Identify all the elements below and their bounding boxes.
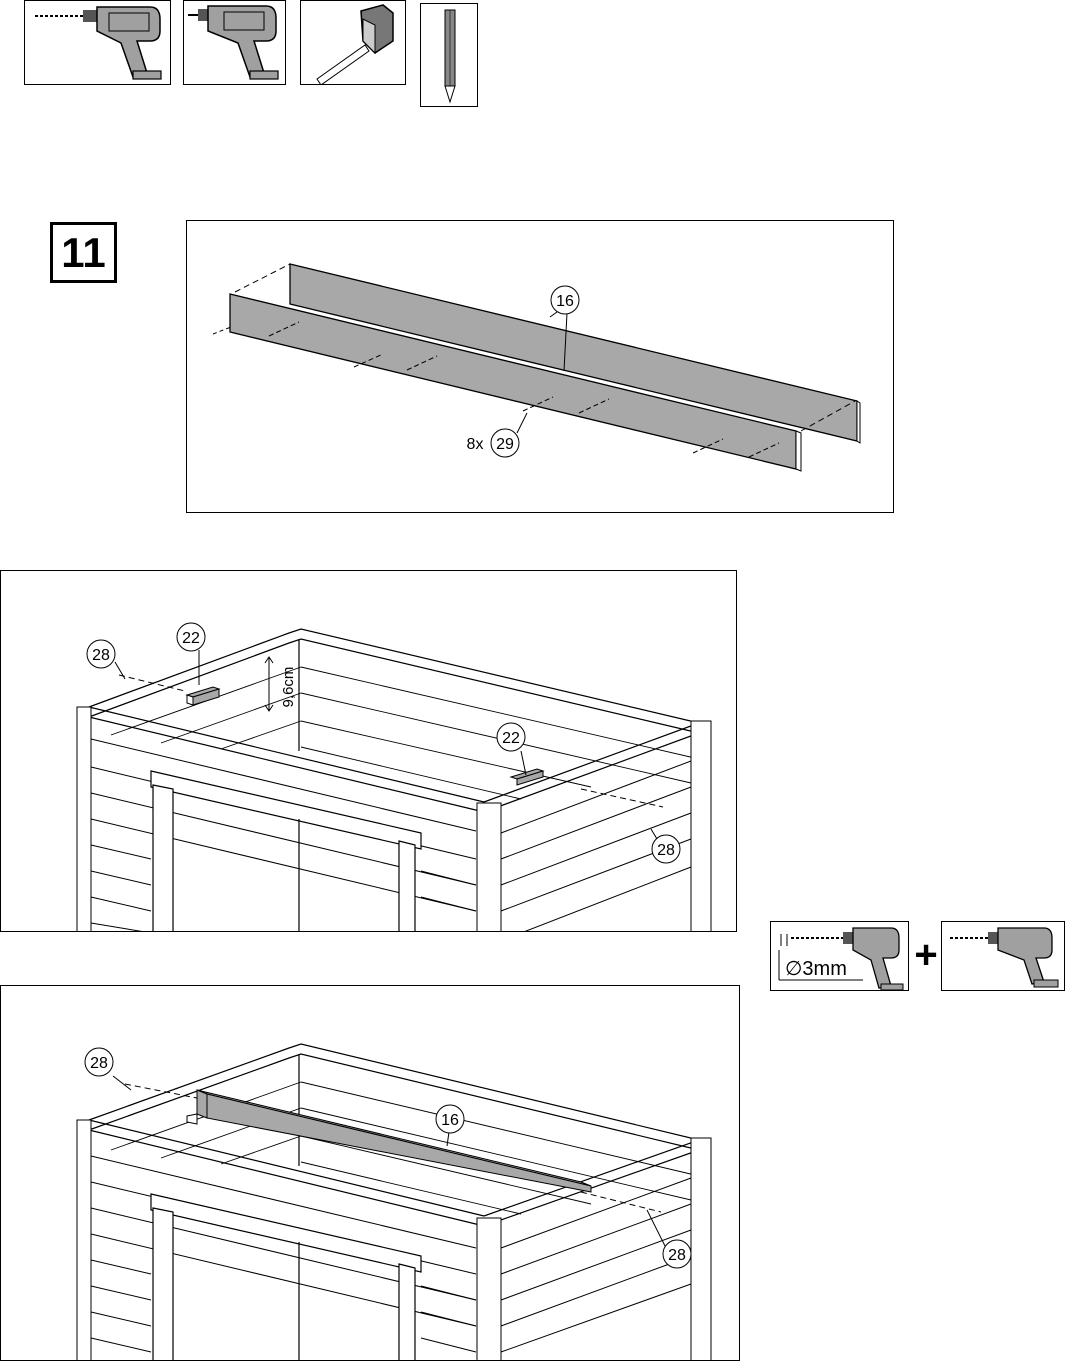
cabin-blocks-panel: 9,6cm 28 22 22 28 xyxy=(0,570,737,932)
part-label-screw-left-2: 28 xyxy=(90,1055,108,1072)
tape-measure-icon xyxy=(301,1,406,85)
tool-box-pencil xyxy=(420,3,478,107)
boards-panel: 16 8x 29 xyxy=(186,220,894,513)
screwdriver-drill-icon-small xyxy=(942,922,1065,991)
tool-box-screwdriver xyxy=(183,0,286,85)
part-label-block-right: 22 xyxy=(502,730,520,747)
tool-box-tape xyxy=(300,0,406,85)
part-label-screw-right: 28 xyxy=(657,842,675,859)
part-label-screw-right-2: 28 xyxy=(668,1247,686,1264)
drill-icon xyxy=(25,1,171,85)
drill-bit-size: ∅3mm xyxy=(785,958,847,980)
screwdriver-tool-box xyxy=(941,921,1065,991)
cabin-board-diagram: 28 16 28 xyxy=(1,986,740,1361)
drill-bit-icon: ∅3mm xyxy=(771,922,909,991)
step-number: 11 xyxy=(50,222,117,283)
predrill-tool-box: ∅3mm xyxy=(770,921,909,991)
screwdriver-drill-icon xyxy=(184,1,286,85)
part-label-board-2: 16 xyxy=(441,1112,459,1129)
part-label-block-left: 22 xyxy=(182,630,200,647)
cabin-blocks-diagram: 9,6cm 28 22 22 28 xyxy=(1,571,737,932)
part-label-screw: 29 xyxy=(496,436,514,453)
part-label-screw-left: 28 xyxy=(92,647,110,664)
screw-count-label: 8x xyxy=(467,436,484,453)
boards-diagram: 16 8x 29 xyxy=(187,221,894,513)
cabin-board-panel: 28 16 28 xyxy=(0,985,740,1361)
plus-icon: + xyxy=(911,936,941,976)
pencil-icon xyxy=(421,4,478,107)
measurement-label: 9,6cm xyxy=(280,667,297,708)
tool-box-drill xyxy=(24,0,171,85)
part-label-board: 16 xyxy=(556,293,574,310)
svg-text:+: + xyxy=(914,936,937,976)
